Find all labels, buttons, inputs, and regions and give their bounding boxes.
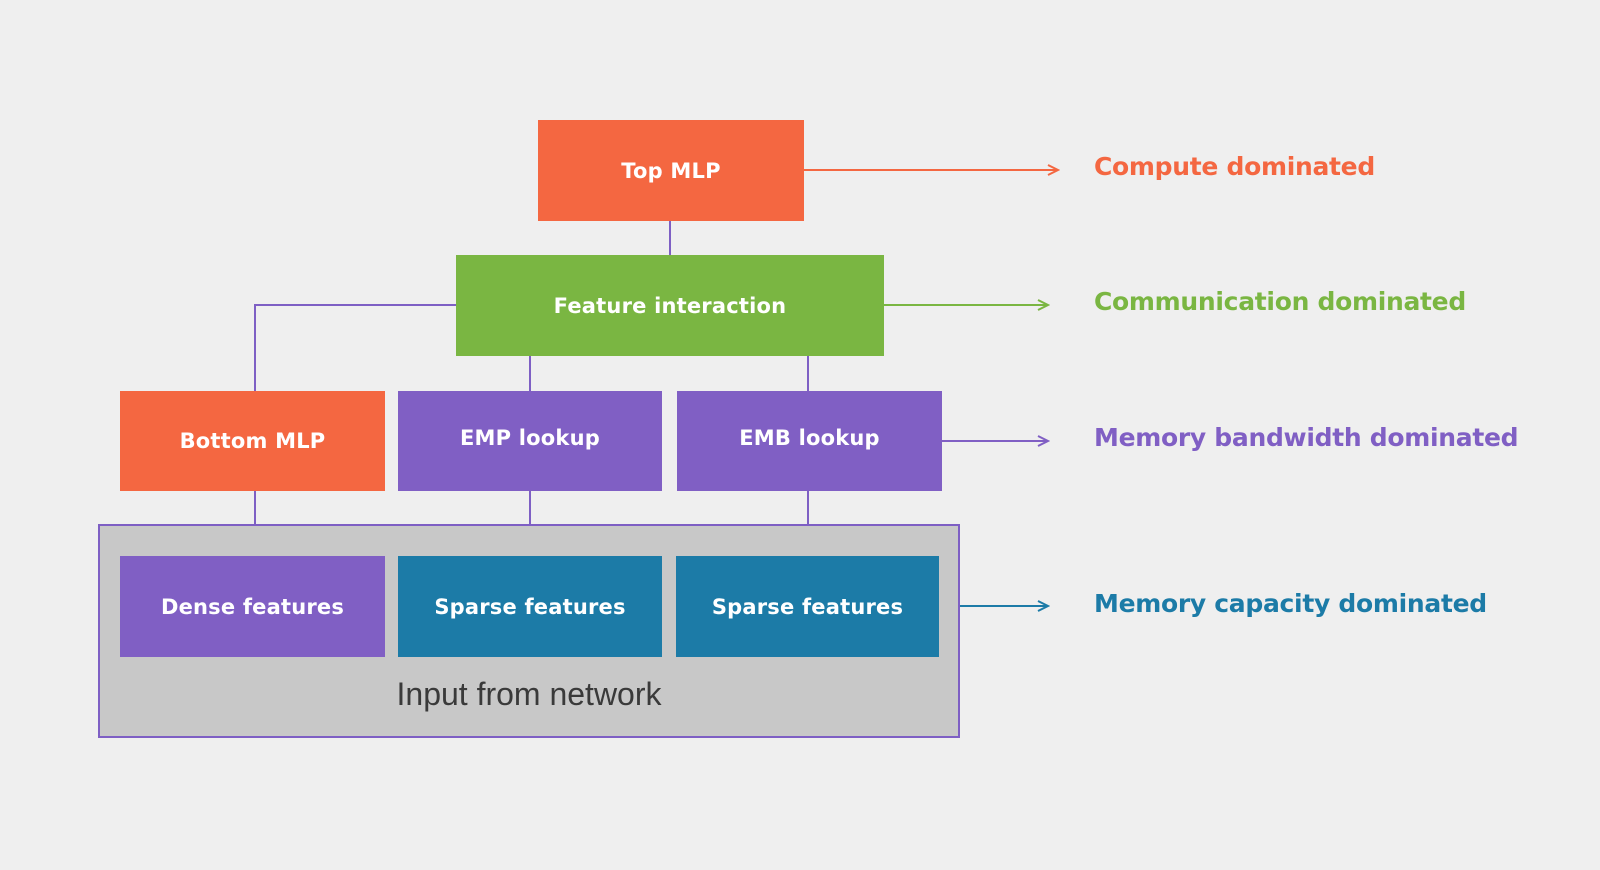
top-mlp-label: Top MLP (621, 158, 721, 183)
sparse-features-label-1: Sparse features (434, 594, 626, 619)
dense-features-label: Dense features (160, 594, 345, 619)
feature-interaction-label: Feature interaction (553, 293, 787, 318)
top-mlp-box: Top MLP (538, 120, 804, 221)
emp-lookup-label: EMP lookup (460, 426, 600, 450)
bottom-mlp-label: Bottom MLP (179, 429, 326, 453)
memory-bandwidth-dominated-label: Memory bandwidth dominated (1094, 423, 1519, 452)
sparse-features-box-2: Sparse features (676, 556, 939, 657)
connector-interaction-to-bottom-mlp (254, 304, 456, 391)
feature-interaction-box: Feature interaction (456, 255, 884, 356)
compute-dominated-label: Compute dominated (1094, 152, 1375, 181)
sparse-features-box-1: Sparse features (398, 556, 662, 657)
dense-features-box: Dense features (120, 556, 385, 657)
emb-lookup-box: EMB lookup (677, 391, 942, 491)
sparse-features-label-2: Sparse features (711, 594, 904, 619)
emp-lookup-box: EMP lookup (398, 391, 662, 491)
bottom-mlp-box: Bottom MLP (120, 391, 385, 491)
input-from-network-label: Input from network (396, 676, 662, 712)
emb-lookup-label: EMB lookup (739, 426, 880, 450)
communication-dominated-label: Communication dominated (1094, 287, 1466, 316)
memory-capacity-dominated-label: Memory capacity dominated (1094, 589, 1487, 618)
